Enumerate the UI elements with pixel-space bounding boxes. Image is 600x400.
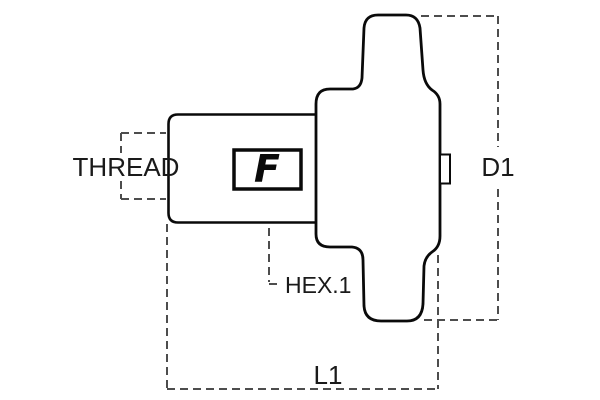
l1-dim-line (166, 224, 439, 390)
side-tab-outline (441, 153, 451, 185)
dimension-lines-group (120, 15, 499, 390)
hex1-leader-line (268, 228, 280, 285)
d1-label: D1 (481, 152, 514, 182)
l1-label: L1 (314, 360, 343, 390)
brand-logo-letter: F (254, 147, 280, 191)
fitting-body-outline (314, 13, 442, 323)
thread-label: THREAD (73, 152, 180, 182)
hex1-label: HEX.1 (285, 272, 351, 298)
logo-box (232, 148, 303, 191)
thread-dim-line (120, 132, 166, 200)
d1-dim-line (421, 15, 499, 321)
